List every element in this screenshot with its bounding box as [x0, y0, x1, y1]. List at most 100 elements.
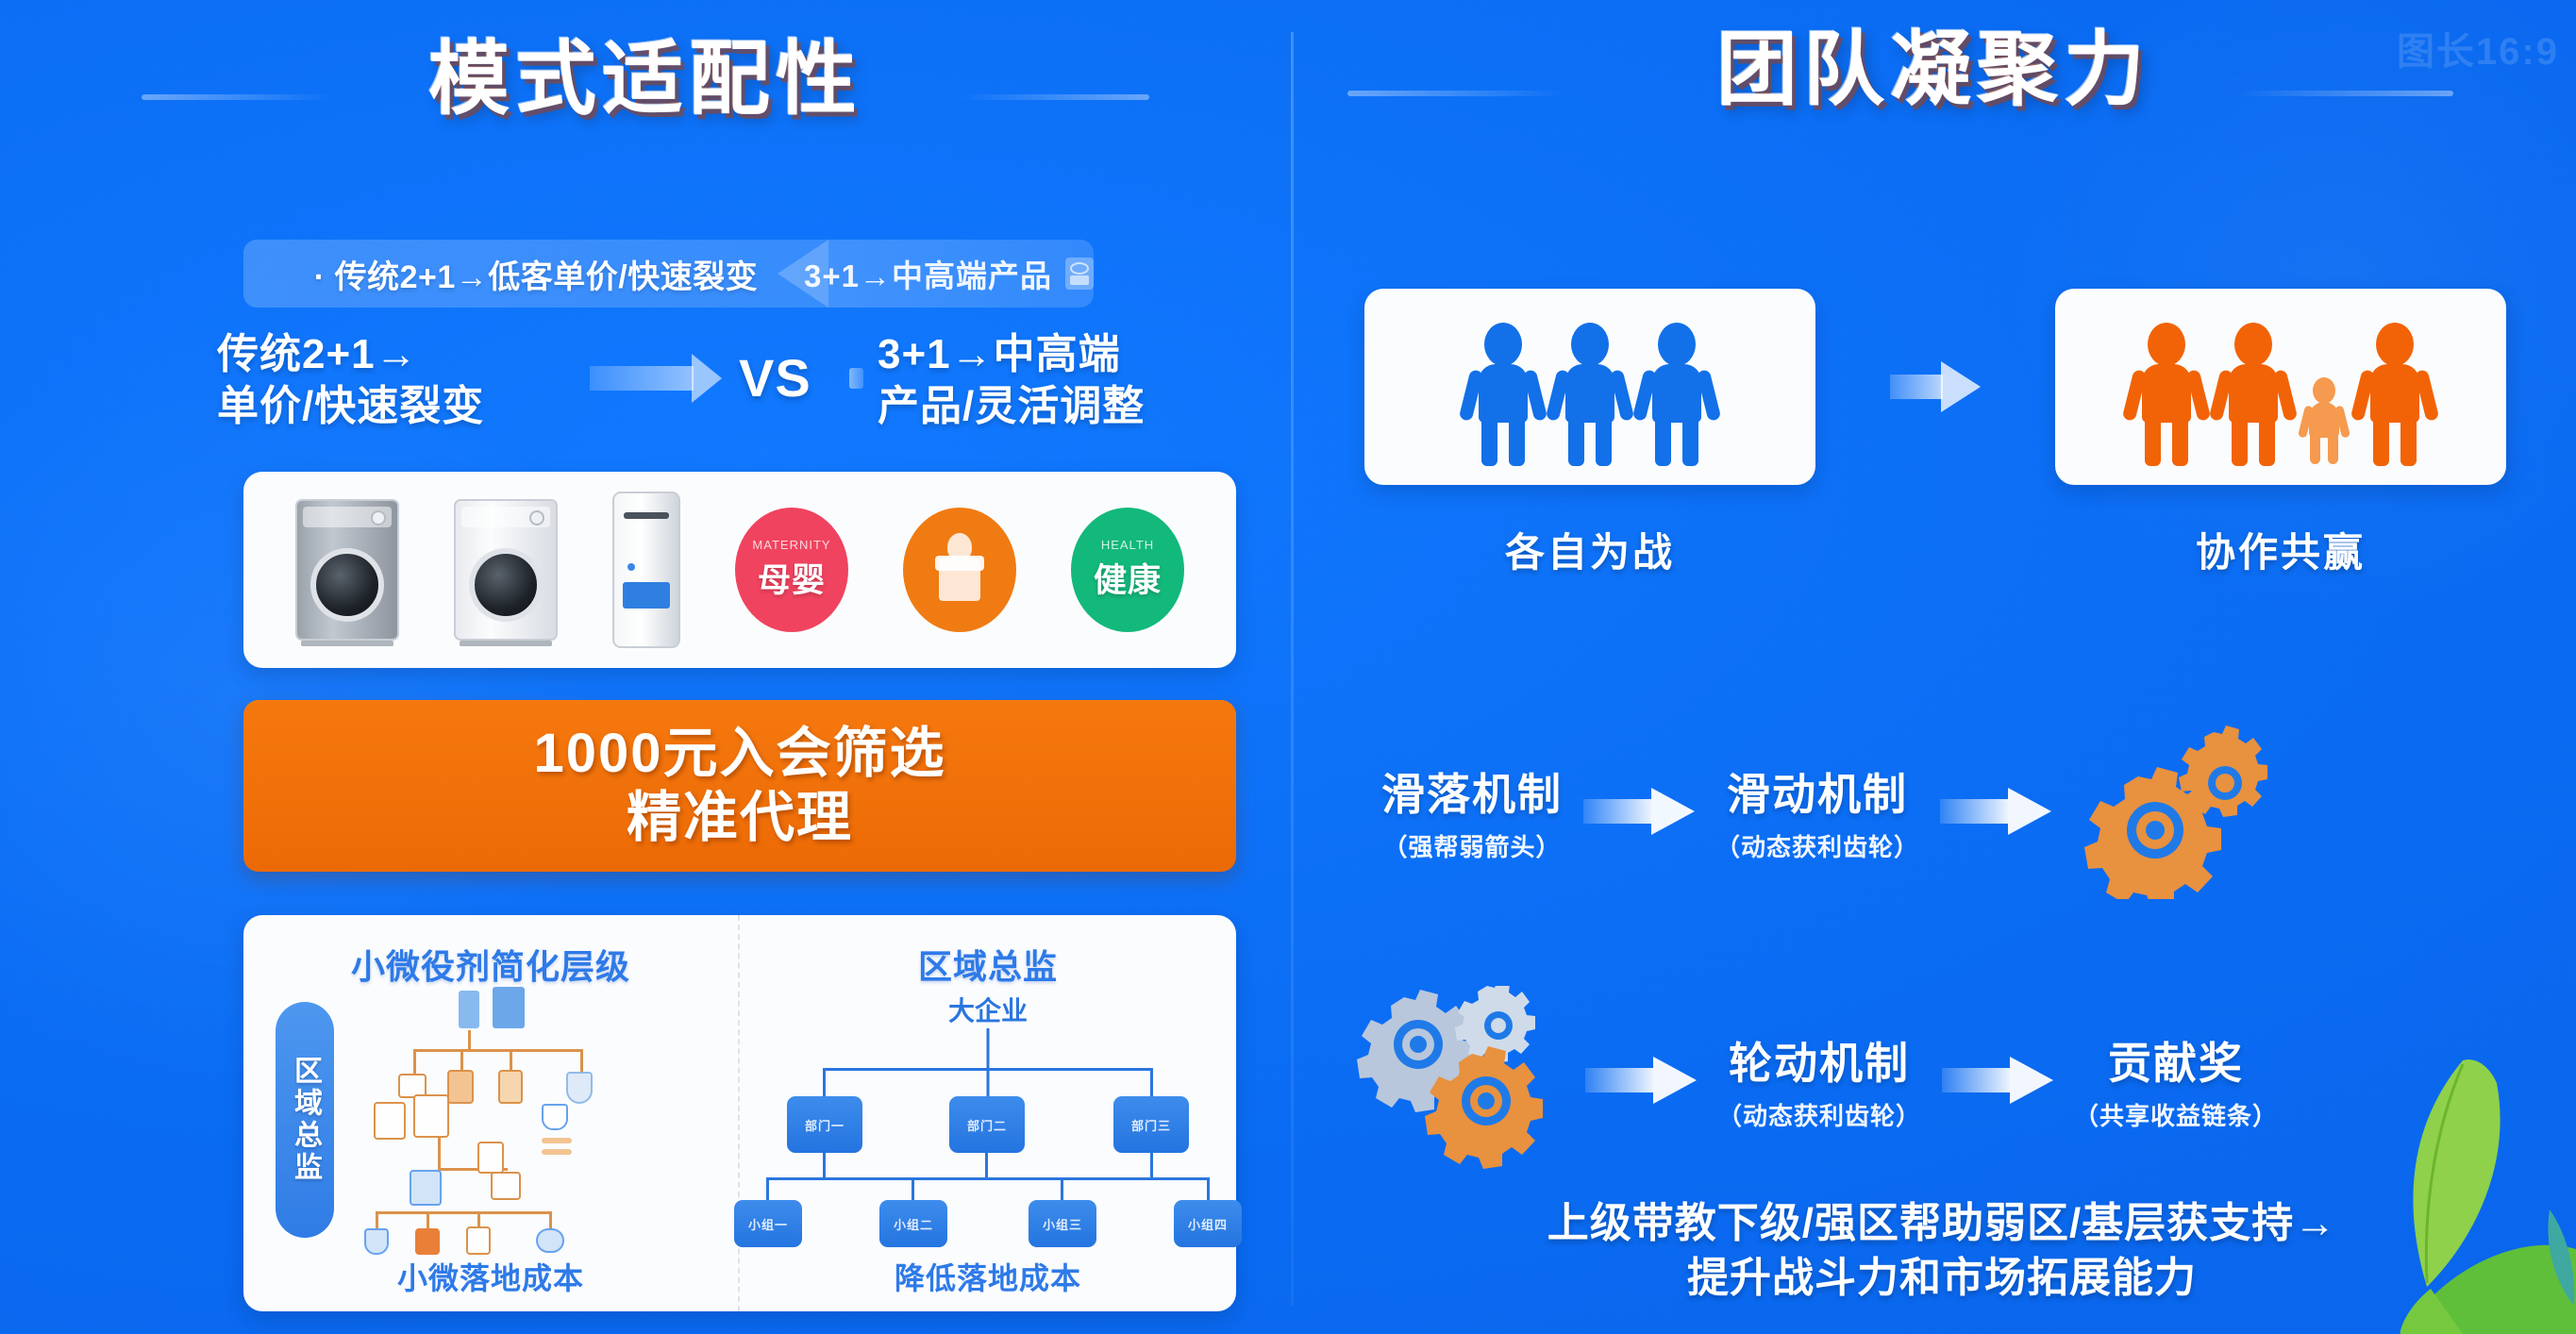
- membership-banner: 1000元入会筛选 精准代理: [243, 700, 1236, 872]
- vs-right-column: 3+1→中高端 产品/灵活调整: [878, 328, 1236, 433]
- mechanism-slide-down: 滑落机制 （强帮弱箭头）: [1381, 760, 1563, 863]
- vs-comparison-row: 传统2+1→ 单价/快速裂变 VS 3+1→中高端 产品/灵活调整: [217, 328, 1236, 460]
- badge-maternity[interactable]: MATERNITY 母婴: [735, 508, 848, 632]
- badge-health-label: 健康: [1093, 562, 1162, 599]
- watermark-label: 图长16:9: [2396, 31, 2559, 73]
- vs-middle: VS: [590, 328, 863, 409]
- product-showcase-card: MATERNITY 母婴 HEALTH 健康: [243, 472, 1236, 668]
- mechanism-contribution-award: 贡献奖 （共享收益链条）: [2074, 1029, 2278, 1132]
- mechanism-contribution-sub: （共享收益链条）: [2074, 1101, 2279, 1130]
- org-left-footer: 小微落地成本: [396, 1261, 584, 1295]
- vs-right-line1: 3+1→中高端: [878, 331, 1121, 377]
- title-rule-right: [961, 94, 1149, 101]
- right-arrow-icon: [1890, 361, 1981, 412]
- people-card-collaborative: [2055, 289, 2506, 485]
- mechanism-slide-down-sub: （强帮弱箭头）: [1382, 832, 1562, 861]
- mechanism-row-2: 轮动机制 （动态获利齿轮） 贡献奖 （共享收益链条）: [1347, 981, 2555, 1179]
- vs-stub-bar: [848, 367, 863, 389]
- right-footer-text: 上级带教下级/强区帮助弱区/基层获支持→ 提升战斗力和市场拓展能力: [1347, 1196, 2536, 1306]
- washing-machine-white-icon: [454, 499, 558, 646]
- footer-line1: 上级带教下级/强区帮助弱区/基层获支持→: [1547, 1200, 2337, 1246]
- tree-root-label: 大企业: [947, 996, 1029, 1026]
- vs-right-line2: 产品/灵活调整: [878, 383, 1146, 430]
- mechanism-row-1: 滑落机制 （强帮弱箭头） 滑动机制 （动态获利齿轮）: [1381, 717, 2542, 906]
- tree-box-level3-2[interactable]: 小组二: [879, 1200, 947, 1247]
- banner-line2: 精准代理: [626, 787, 853, 848]
- mechanism-arrow-icon: [1583, 788, 1695, 835]
- left-panel: 模式适配性 · 传统2+1→低客单价/快速裂变 3+1→中高端产品 传统2+1→…: [0, 36, 1291, 1311]
- mechanism-slide-title: 滑动机制: [1727, 769, 1908, 819]
- mode-chip-bar: · 传统2+1→低客单价/快速裂变 3+1→中高端产品: [243, 240, 1094, 308]
- mechanism-slide-sub: （动态获利齿轮）: [1715, 832, 1920, 861]
- people-card-individual: [1364, 289, 1815, 485]
- label-individual: 各自为战: [1504, 530, 1675, 575]
- vs-label: VS: [739, 348, 811, 408]
- chip-premium[interactable]: 3+1→中高端产品: [778, 240, 1094, 308]
- tree-box-level3-1[interactable]: 小组一: [734, 1200, 802, 1247]
- chip-traditional[interactable]: · 传统2+1→低客单价/快速裂变: [243, 240, 828, 308]
- mechanism-arrow-icon: [1942, 1057, 2054, 1104]
- vertical-tab-label: 区域总监: [290, 1056, 321, 1184]
- person-badge-icon: [932, 533, 987, 607]
- tree-box-level2-2[interactable]: 部门二: [949, 1096, 1025, 1153]
- footer-line2: 提升战斗力和市场拓展能力: [1687, 1255, 2197, 1302]
- org-right-heading: 区域总监: [917, 947, 1058, 986]
- badge-health-sub: HEALTH: [1100, 538, 1155, 552]
- person-blue-icon: [1458, 323, 1548, 466]
- org-half-right: 区域总监 大企业 部门一 部门二 部门三 小组一 小组二: [734, 915, 1242, 1311]
- tree-box-level2-1[interactable]: 部门一: [787, 1096, 862, 1153]
- clean-org-tree: 大企业 部门一 部门二 部门三 小组一 小组二 小组三: [734, 991, 1242, 1264]
- right-panel-title: 团队凝聚力: [1716, 25, 2150, 115]
- vs-arrow-icon: [590, 353, 722, 403]
- vs-left-column: 传统2+1→ 单价/快速裂变: [217, 328, 576, 433]
- mechanism-slide-down-title: 滑落机制: [1381, 769, 1563, 819]
- person-orange-icon: [2121, 323, 2212, 466]
- air-conditioner-tower-icon: [612, 492, 680, 648]
- org-right-footer: 降低落地成本: [894, 1261, 1081, 1295]
- gears-gray-orange-icon: [1357, 986, 1543, 1169]
- gears-orange-icon: [2084, 725, 2268, 899]
- right-panel: 团队凝聚力: [1291, 0, 2576, 1334]
- tree-box-level3-4[interactable]: 小组四: [1174, 1200, 1242, 1247]
- badge-maternity-sub: MATERNITY: [752, 538, 831, 552]
- mechanism-arrow-icon: [1940, 788, 2052, 835]
- product-badge-icon: [1064, 258, 1094, 290]
- left-panel-title: 模式适配性: [428, 34, 862, 125]
- mechanism-rotation-title: 轮动机制: [1729, 1038, 1910, 1088]
- tree-box-level3-3[interactable]: 小组三: [1029, 1200, 1096, 1247]
- badge-person[interactable]: [903, 508, 1016, 632]
- person-orange-icon: [2350, 323, 2440, 466]
- right-title-rule-left: [1347, 90, 1564, 96]
- chip-premium-label: 3+1→中高端产品: [804, 258, 1052, 293]
- org-half-left: 小微役剂简化层级 区域总监: [243, 915, 740, 1311]
- team-comparison-row: [1364, 274, 2506, 500]
- person-blue-icon: [1545, 323, 1635, 466]
- badge-maternity-label: 母婴: [757, 562, 826, 599]
- org-left-heading: 小微役剂简化层级: [350, 947, 630, 986]
- washing-machine-gray-icon: [295, 499, 399, 646]
- mechanism-slide: 滑动机制 （动态获利齿轮）: [1715, 760, 1919, 863]
- panel-divider: [1291, 32, 1294, 1306]
- badge-health[interactable]: HEALTH 健康: [1071, 508, 1184, 632]
- right-title-wrap: 团队凝聚力: [1291, 26, 2576, 149]
- title-rule-left: [142, 94, 330, 101]
- org-structure-card: 小微役剂简化层级 区域总监: [243, 915, 1242, 1311]
- chip-traditional-label: · 传统2+1→低客单价/快速裂变: [313, 258, 759, 295]
- mechanism-rotation: 轮动机制 （动态获利齿轮）: [1717, 1029, 1921, 1132]
- banner-line1: 1000元入会筛选: [533, 722, 946, 784]
- team-comparison-labels: 各自为战 协作共赢: [1364, 521, 2506, 578]
- messy-org-tree-illustration: [357, 987, 668, 1255]
- label-collaborative: 协作共赢: [2195, 530, 2366, 575]
- vs-left-line1: 传统2+1→: [217, 331, 418, 377]
- tree-box-level2-3[interactable]: 部门三: [1113, 1096, 1189, 1153]
- person-blue-icon: [1631, 323, 1722, 466]
- mechanism-arrow-icon: [1585, 1057, 1697, 1104]
- person-orange-icon: [2208, 323, 2299, 466]
- vs-left-line2: 单价/快速裂变: [217, 383, 485, 430]
- vertical-tab-regional-director[interactable]: 区域总监: [276, 1002, 334, 1238]
- left-title-wrap: 模式适配性: [0, 36, 1291, 149]
- mechanism-contribution-title: 贡献奖: [2108, 1038, 2245, 1088]
- right-title-rule-right: [2236, 90, 2453, 96]
- mechanism-rotation-sub: （动态获利齿轮）: [1717, 1101, 1922, 1130]
- child-orange-icon: [2298, 377, 2350, 464]
